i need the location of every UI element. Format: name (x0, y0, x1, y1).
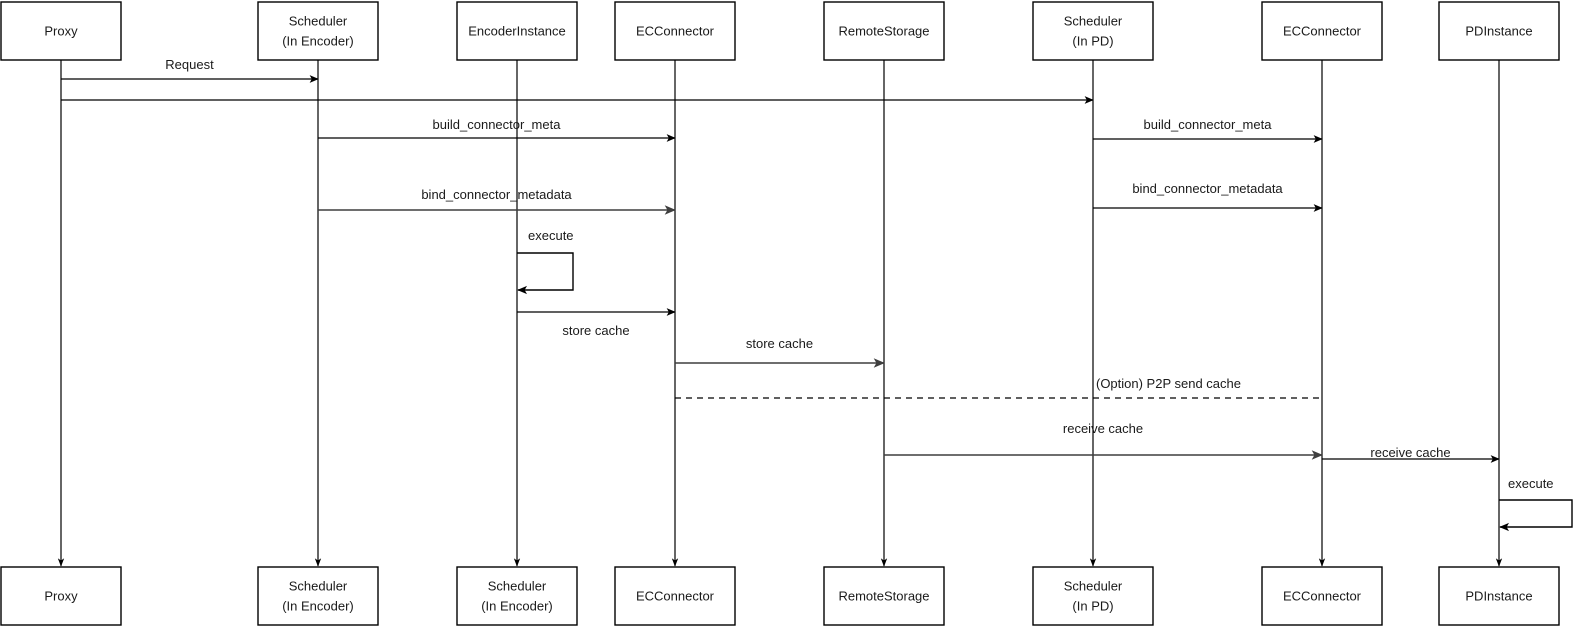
participant-label-line1: Scheduler (1064, 13, 1123, 28)
message-m6[interactable]: bind_connector_metadata (1093, 181, 1323, 212)
bottom-participant-ecconn_pd[interactable]: ECConnector (1261, 566, 1383, 626)
participant-box (257, 566, 379, 626)
dashed-message-d1[interactable]: (Option) P2P send cache (675, 376, 1322, 399)
participant-label-line1: Scheduler (289, 13, 348, 28)
message-label: store cache (562, 323, 629, 338)
participant-label: PDInstance (1465, 23, 1532, 38)
message-label: bind_connector_metadata (421, 187, 572, 202)
top-participant-remote[interactable]: RemoteStorage (823, 1, 945, 61)
message-m1[interactable]: Request (61, 57, 319, 83)
message-m7[interactable]: store cache (517, 308, 676, 338)
participant-box (1438, 566, 1560, 626)
message-label: store cache (746, 336, 813, 351)
message-m10[interactable]: receive cache (1322, 445, 1500, 463)
message-label: receive cache (1063, 421, 1143, 436)
participant-box (0, 1, 122, 61)
participant-label: RemoteStorage (838, 588, 929, 603)
lifelines-layer (57, 60, 1503, 567)
participant-label-line2: (In Encoder) (282, 33, 354, 48)
message-label: receive cache (1370, 445, 1450, 460)
top-participant-pd_inst[interactable]: PDInstance (1438, 1, 1560, 61)
participant-box (456, 1, 578, 61)
participant-label-line2: (In PD) (1072, 33, 1113, 48)
top-participant-proxy[interactable]: Proxy (0, 1, 122, 61)
self-loop-label: execute (1508, 476, 1554, 491)
participant-label: Proxy (44, 588, 78, 603)
bottom-participant-ecconn_enc[interactable]: ECConnector (614, 566, 736, 626)
top-participant-sched_enc[interactable]: Scheduler (In Encoder) (257, 1, 379, 61)
messages-layer: Request build_connector_meta build_connect… (61, 57, 1500, 463)
participant-label: ECConnector (1283, 588, 1362, 603)
participant-box (456, 566, 578, 626)
participant-label-line1: Scheduler (488, 578, 547, 593)
self-loop-s2[interactable]: execute (1499, 476, 1573, 532)
participant-label-line2: (In Encoder) (481, 598, 553, 613)
message-label: build_connector_meta (1144, 117, 1273, 132)
bottom-participant-remote[interactable]: RemoteStorage (823, 566, 945, 626)
message-label: build_connector_meta (433, 117, 562, 132)
participant-box (823, 566, 945, 626)
message-m8[interactable]: store cache (675, 336, 885, 368)
participant-label: Proxy (44, 23, 78, 38)
participant-box (823, 1, 945, 61)
participant-box (0, 566, 122, 626)
participant-label: RemoteStorage (838, 23, 929, 38)
participant-label: EncoderInstance (468, 23, 566, 38)
self-loops-layer: execute execute (517, 228, 1573, 532)
top-participant-ecconn_enc[interactable]: ECConnector (614, 1, 736, 61)
self-loop-path (1499, 499, 1573, 532)
self-loop-s1[interactable]: execute (517, 228, 574, 295)
bottom-participant-sched_pd[interactable]: Scheduler (In PD) (1032, 566, 1154, 626)
bottom-participant-sched_enc[interactable]: Scheduler (In Encoder) (257, 566, 379, 626)
participant-label-line2: (In Encoder) (282, 598, 354, 613)
self-loop-path (517, 252, 574, 295)
top-participant-ecconn_pd[interactable]: ECConnector (1261, 1, 1383, 61)
top-participant-encoder_inst[interactable]: EncoderInstance (456, 1, 578, 61)
participant-box (614, 566, 736, 626)
message-label: bind_connector_metadata (1132, 181, 1283, 196)
message-m9[interactable]: receive cache (884, 421, 1323, 460)
top-participant-sched_pd[interactable]: Scheduler (In PD) (1032, 1, 1154, 61)
participant-box (614, 1, 736, 61)
participant-box (1261, 566, 1383, 626)
participant-label: ECConnector (636, 23, 715, 38)
bottom-participant-boxes: Proxy Scheduler (In Encoder) Scheduler (In E… (0, 566, 1560, 626)
bottom-participant-proxy[interactable]: Proxy (0, 566, 122, 626)
participant-box (1032, 566, 1154, 626)
participant-label: ECConnector (636, 588, 715, 603)
participant-box (1032, 1, 1154, 61)
message-m5[interactable]: bind_connector_metadata (318, 187, 676, 215)
participant-label: ECConnector (1283, 23, 1362, 38)
participant-box (257, 1, 379, 61)
self-loop-label: execute (528, 228, 574, 243)
message-label: Request (165, 57, 214, 72)
participant-label-line1: Scheduler (1064, 578, 1123, 593)
participant-label: PDInstance (1465, 588, 1532, 603)
bottom-participant-encoder_inst[interactable]: Scheduler (In Encoder) (456, 566, 578, 626)
participant-box (1438, 1, 1560, 61)
dashed-message-label: (Option) P2P send cache (1096, 376, 1241, 391)
top-participant-boxes: Proxy Scheduler (In Encoder) EncoderInstanc… (0, 1, 1560, 61)
bottom-participant-pd_inst[interactable]: PDInstance (1438, 566, 1560, 626)
participant-label-line1: Scheduler (289, 578, 348, 593)
message-m4[interactable]: build_connector_meta (1093, 117, 1323, 143)
participant-box (1261, 1, 1383, 61)
participant-label-line2: (In PD) (1072, 598, 1113, 613)
message-m3[interactable]: build_connector_meta (318, 117, 676, 142)
